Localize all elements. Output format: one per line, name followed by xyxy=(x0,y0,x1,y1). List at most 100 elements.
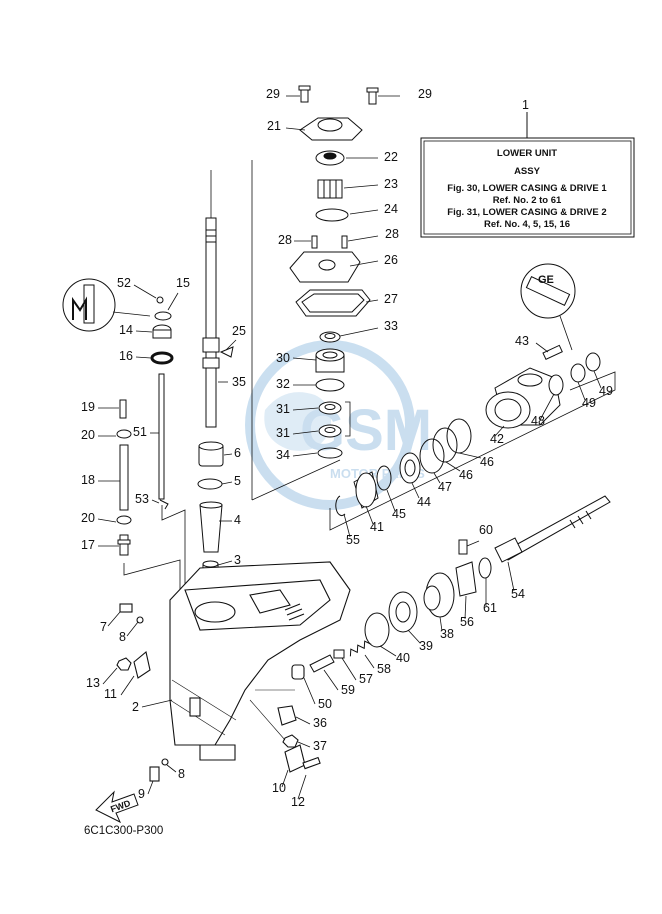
callout-40: 40 xyxy=(396,651,410,665)
callout-leader-28 xyxy=(347,235,379,242)
callout-61: 61 xyxy=(483,601,497,615)
callout-28: 28 xyxy=(385,227,399,241)
callout-59: 59 xyxy=(341,683,355,697)
o-ring-46a xyxy=(446,418,472,454)
spring-58 xyxy=(349,640,372,657)
callout-9: 9 xyxy=(138,787,145,801)
callout-leader-14 xyxy=(135,330,153,333)
callout-3: 3 xyxy=(234,553,241,567)
callout-54: 54 xyxy=(511,587,525,601)
washer-8b xyxy=(161,758,169,766)
callout-leader-26 xyxy=(349,260,379,267)
box-line-3: Fig. 31, LOWER CASING & DRIVE 2 xyxy=(447,207,606,218)
pin-28a xyxy=(311,235,318,249)
callout-37: 37 xyxy=(313,739,327,753)
callout-31: 31 xyxy=(276,426,290,440)
casing-plate xyxy=(189,697,201,717)
callout-20: 20 xyxy=(81,428,95,442)
clip-20b xyxy=(116,515,132,525)
callout-leader-8 xyxy=(166,764,177,773)
callout-leader-34 xyxy=(292,452,318,457)
callout-57: 57 xyxy=(359,672,373,686)
box-line-4: Ref. No. 4, 5, 15, 16 xyxy=(484,219,570,230)
callout-leader-38 xyxy=(439,616,443,632)
callout-51: 51 xyxy=(133,425,147,439)
callout-leader-46 xyxy=(445,461,461,472)
callout-leader-47 xyxy=(433,472,441,484)
callout-leader-20 xyxy=(97,518,117,523)
bolt-43 xyxy=(542,344,563,361)
shift-plunger-59 xyxy=(309,654,335,673)
callout-leader-39 xyxy=(407,629,421,644)
callout-23: 23 xyxy=(384,177,398,191)
callout-leader-24 xyxy=(349,209,379,215)
callout-1: 1 xyxy=(522,98,529,112)
plate-10 xyxy=(284,744,306,773)
box-outer xyxy=(420,137,635,238)
ball-57 xyxy=(333,649,345,659)
callout-leader-5 xyxy=(221,481,233,485)
callout-34: 34 xyxy=(276,448,290,462)
callout-22: 22 xyxy=(384,150,398,164)
bolt-19 xyxy=(119,399,127,419)
callout-20: 20 xyxy=(81,511,95,525)
callout-leader-2 xyxy=(141,699,173,708)
callout-leader-52 xyxy=(133,284,157,299)
callout-leader-60 xyxy=(466,540,480,547)
oil-seal-31b xyxy=(318,424,342,438)
callout-leader-25 xyxy=(225,339,237,351)
lower-casing-body xyxy=(169,561,351,746)
callout-leader-13 xyxy=(102,667,118,685)
callout-36: 36 xyxy=(313,716,327,730)
callout-46: 46 xyxy=(459,468,473,482)
callout-leader-21 xyxy=(285,127,306,131)
callout-leader-27 xyxy=(365,299,379,303)
callout-47: 47 xyxy=(438,480,452,494)
callout-4: 4 xyxy=(234,513,241,527)
rod-18 xyxy=(119,444,129,511)
oil-seal-31a xyxy=(318,401,342,415)
callout-2: 2 xyxy=(132,700,139,714)
callout-33: 33 xyxy=(384,319,398,333)
svg-text:GE: GE xyxy=(538,274,554,286)
box-line-2: Ref. No. 2 to 61 xyxy=(493,195,562,206)
lower-casing-2 xyxy=(116,561,351,782)
callout-leader-53 xyxy=(151,499,160,504)
gasket-34 xyxy=(317,447,343,459)
bolt-17 xyxy=(119,534,129,556)
o-ring-16 xyxy=(150,351,174,365)
bolt-12 xyxy=(302,756,321,770)
callout-leader-58 xyxy=(364,654,375,669)
callout-leader-59 xyxy=(323,669,339,691)
gasket-27 xyxy=(295,289,371,317)
callout-6: 6 xyxy=(234,446,241,460)
callout-leader-37 xyxy=(297,741,311,748)
fwd-arrow-shape xyxy=(95,790,139,824)
bolt-7 xyxy=(119,603,133,613)
callout-leader-43 xyxy=(535,342,549,353)
anode-11 xyxy=(133,650,151,679)
callout-leader-6 xyxy=(223,453,233,456)
callout-7: 7 xyxy=(100,620,107,634)
drive-shaft-collar xyxy=(202,337,220,353)
nut-13 xyxy=(116,657,132,671)
callout-leader-50 xyxy=(303,677,316,705)
callout-leader-57 xyxy=(341,657,357,681)
callout-16: 16 xyxy=(119,349,133,363)
callout-29: 29 xyxy=(418,87,432,101)
callout-leader-46 xyxy=(458,452,482,459)
callout-leader-40 xyxy=(379,645,397,657)
callout-leader-10 xyxy=(281,769,289,788)
callout-leader-31 xyxy=(292,430,319,435)
callout-13: 13 xyxy=(86,676,100,690)
drive-shaft-lower xyxy=(205,351,217,428)
callout-14: 14 xyxy=(119,323,133,337)
callout-leader-41 xyxy=(365,505,374,525)
callout-48: 48 xyxy=(531,414,545,428)
callout-leader-49 xyxy=(593,370,602,389)
callout-30: 30 xyxy=(276,351,290,365)
dog-clutch-56 xyxy=(455,561,477,597)
o-ring-32 xyxy=(315,378,345,392)
pin-28b xyxy=(341,235,348,249)
